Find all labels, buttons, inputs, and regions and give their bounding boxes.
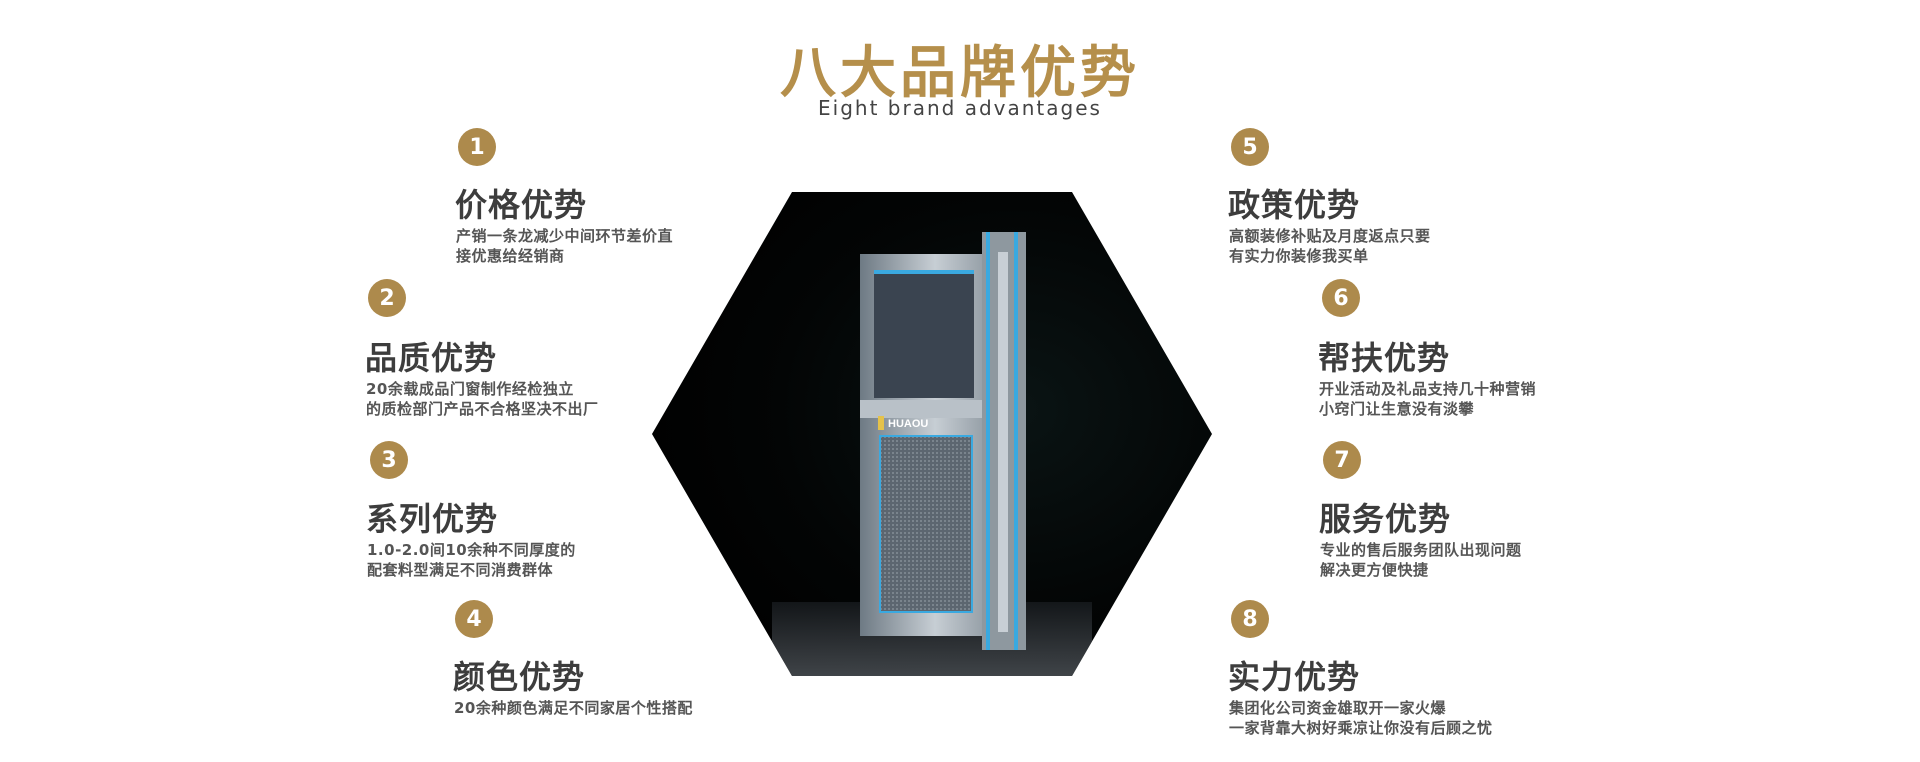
advantage-description: 开业活动及礼品支持几十种营销 小窍门让生意没有淡攀 <box>1319 379 1699 419</box>
advantage-title: 服务优势 <box>1319 500 1452 538</box>
window-profile-image: HUAOU <box>652 192 1212 676</box>
product-hexagon: HUAOU <box>652 192 1212 676</box>
advantage-title: 实力优势 <box>1228 658 1361 696</box>
number-badge: 5 <box>1231 128 1269 166</box>
description-line: 接优惠给经销商 <box>456 247 565 265</box>
number-badge: 3 <box>370 441 408 479</box>
advantage-title: 帮扶优势 <box>1318 339 1451 377</box>
number-badge: 8 <box>1231 600 1269 638</box>
advantage-description: 高额装修补贴及月度返点只要 有实力你装修我买单 <box>1229 226 1609 266</box>
description-line: 解决更方便快捷 <box>1320 561 1429 579</box>
number-badge: 6 <box>1322 279 1360 317</box>
advantage-description: 20余种颜色满足不同家居个性搭配 <box>454 698 834 718</box>
description-line: 配套料型满足不同消费群体 <box>367 561 554 579</box>
number-badge: 4 <box>455 600 493 638</box>
description-line: 有实力你装修我买单 <box>1229 247 1369 265</box>
description-line: 产销一条龙减少中间环节差价直 <box>456 227 674 245</box>
description-line: 专业的售后服务团队出现问题 <box>1320 541 1522 559</box>
advantage-description: 20余载成品门窗制作经检独立 的质检部门产品不合格坚决不出厂 <box>366 379 746 419</box>
description-line: 的质检部门产品不合格坚决不出厂 <box>366 400 599 418</box>
advantage-title: 颜色优势 <box>453 658 586 696</box>
number-badge: 1 <box>458 128 496 166</box>
number-badge: 7 <box>1323 441 1361 479</box>
advantage-title: 价格优势 <box>455 186 588 224</box>
brand-logo: HUAOU <box>888 418 928 430</box>
advantage-title: 品质优势 <box>365 339 498 377</box>
description-line: 集团化公司资金雄取开一家火爆 <box>1229 699 1447 717</box>
description-line: 高额装修补贴及月度返点只要 <box>1229 227 1431 245</box>
advantage-description: 专业的售后服务团队出现问题 解决更方便快捷 <box>1320 540 1700 580</box>
description-line: 20余载成品门窗制作经检独立 <box>366 380 574 398</box>
advantage-title: 系列优势 <box>366 500 499 538</box>
advantage-description: 集团化公司资金雄取开一家火爆 一家背靠大树好乘凉让你没有后顾之忧 <box>1229 698 1609 738</box>
description-line: 1.0-2.0间10余种不同厚度的 <box>367 541 576 559</box>
page-title: 八大品牌优势 <box>780 41 1140 106</box>
description-line: 开业活动及礼品支持几十种营销 <box>1319 380 1537 398</box>
advantage-description: 产销一条龙减少中间环节差价直 接优惠给经销商 <box>456 226 836 266</box>
advantage-description: 1.0-2.0间10余种不同厚度的 配套料型满足不同消费群体 <box>367 540 747 580</box>
description-line: 20余种颜色满足不同家居个性搭配 <box>454 699 693 717</box>
number-badge: 2 <box>368 279 406 317</box>
description-line: 小窍门让生意没有淡攀 <box>1319 400 1475 418</box>
description-line: 一家背靠大树好乘凉让你没有后顾之忧 <box>1229 719 1493 737</box>
advantage-title: 政策优势 <box>1228 186 1361 224</box>
page-subtitle: Eight brand advantages <box>818 96 1102 120</box>
